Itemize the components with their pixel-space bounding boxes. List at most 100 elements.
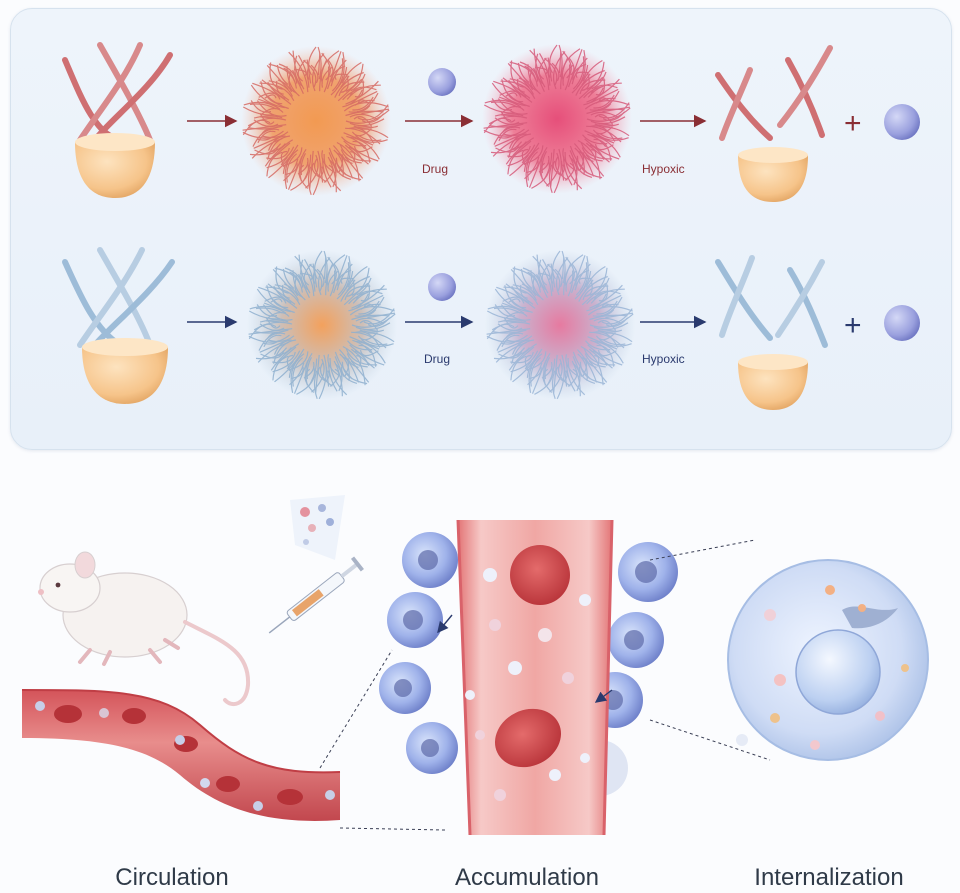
- polymer-strand: [512, 346, 535, 366]
- polymer-strand: [484, 99, 522, 108]
- polymer-strand: [326, 254, 346, 288]
- polymer-strand: [567, 357, 586, 396]
- polymer-strand: [347, 340, 373, 351]
- polymer-strand: [578, 76, 604, 100]
- polymer-strand: [290, 353, 305, 394]
- polymer-strand: [319, 362, 333, 387]
- polymer-strand: [353, 125, 378, 129]
- polymer-strand: [254, 329, 289, 334]
- polymer-strand: [564, 64, 571, 91]
- polymer-strand: [544, 57, 558, 86]
- polymer-strand: [491, 321, 531, 331]
- polymer-strand: [266, 147, 290, 160]
- polymer-strand: [294, 255, 315, 297]
- polymer-strand: [336, 255, 351, 300]
- polymer-strand: [558, 44, 563, 78]
- polymer-strand: [505, 335, 533, 343]
- polymer-strand: [581, 71, 590, 91]
- polymer-strand: [592, 126, 613, 135]
- polymer-strand: [508, 343, 538, 371]
- polymer-strand: [261, 79, 290, 101]
- polymer-strand: [503, 286, 539, 306]
- polymer-strand: [265, 317, 281, 329]
- polymer-strand: [586, 78, 620, 103]
- polymer-strand: [543, 352, 551, 386]
- polymer-strand: [340, 149, 362, 164]
- polymer-strand: [292, 357, 303, 387]
- polymer-strand: [286, 360, 294, 370]
- polymer-strand: [346, 277, 355, 297]
- polymer-strand: [572, 356, 583, 377]
- polymer-strand: [355, 317, 385, 325]
- polymer-strand: [355, 294, 384, 310]
- polymer-strand: [594, 114, 614, 125]
- polymer-strand: [555, 257, 569, 296]
- polymer-strand: [352, 339, 372, 354]
- row2-monomer: [62, 247, 175, 404]
- polymer-strand: [574, 147, 585, 175]
- polymer-strand: [359, 320, 379, 331]
- polymer-strand: [579, 361, 606, 385]
- polymer-strand: [305, 154, 319, 189]
- polymer-strand: [329, 357, 348, 396]
- polymer-strand: [342, 345, 366, 386]
- polymer-strand: [605, 317, 629, 327]
- polymer-strand: [531, 159, 551, 189]
- polymer-strand: [349, 344, 385, 366]
- polymer-strand: [284, 267, 304, 288]
- polymer-strand: [597, 103, 612, 111]
- polymer-strand: [354, 80, 365, 98]
- polymer-strand: [549, 44, 558, 74]
- polymer-strand: [489, 123, 524, 128]
- polymer-strand: [554, 268, 563, 288]
- polymer-strand: [280, 150, 288, 168]
- polymer-strand: [274, 267, 303, 293]
- polymer-strand: [593, 94, 615, 109]
- polymer-strand: [261, 131, 289, 139]
- polymer-strand: [314, 250, 323, 280]
- polymer-strand: [554, 156, 568, 181]
- polymer-strand: [526, 359, 537, 378]
- polymer-strand: [367, 332, 395, 343]
- polymer-strand: [267, 335, 295, 343]
- polymer-strand: [558, 51, 562, 74]
- polymer-strand: [355, 135, 388, 143]
- polymer-strand: [518, 77, 534, 91]
- polymer-strand: [311, 53, 325, 92]
- row2-released-strands: [715, 255, 828, 348]
- polymer-strand: [589, 284, 623, 309]
- polymer-strand: [323, 153, 342, 192]
- polymer-strand: [328, 152, 339, 173]
- polymer-strand: [581, 282, 607, 306]
- polymer-strand: [345, 80, 379, 105]
- polymer-strand: [584, 277, 593, 297]
- polymer-strand: [603, 339, 626, 346]
- polymer-strand: [521, 154, 529, 164]
- polymer-strand: [328, 147, 347, 176]
- polymer-strand: [501, 114, 520, 117]
- polymer-strand: [286, 66, 300, 97]
- polymer-strand: [270, 343, 300, 371]
- polymer-strand: [512, 267, 541, 293]
- polymer-strand: [512, 284, 538, 301]
- polymer-strand: [286, 153, 297, 183]
- polymer-strand: [486, 310, 519, 320]
- polymer-strand: [248, 334, 290, 343]
- polymer-strand: [264, 296, 287, 304]
- polymer-strand: [483, 128, 525, 137]
- polymer-strand: [584, 353, 606, 368]
- row2-plus-sign: +: [844, 309, 862, 342]
- polymer-strand: [546, 152, 560, 187]
- polymer-strand: [565, 256, 575, 285]
- polymer-strand: [334, 162, 352, 180]
- polymer-strand: [298, 254, 311, 294]
- polymer-strand: [253, 137, 278, 149]
- zoom-lines-1: [319, 649, 446, 831]
- polymer-strand: [252, 82, 292, 105]
- polymer-strand: [561, 250, 566, 284]
- polymer-strand: [268, 142, 291, 162]
- polymer-strand: [595, 78, 606, 96]
- polymer-strand: [598, 284, 609, 302]
- polymer-strand: [264, 139, 294, 167]
- polymer-strand: [590, 111, 620, 119]
